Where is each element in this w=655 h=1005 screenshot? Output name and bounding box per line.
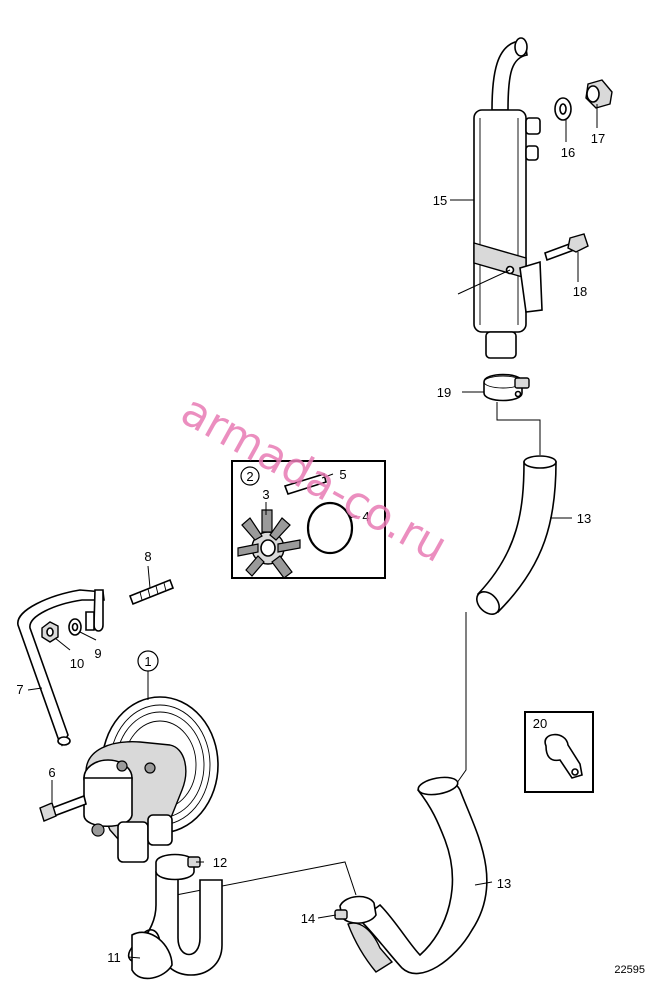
- hose-clamp-part-19: [483, 373, 530, 402]
- plug-part-17: [585, 79, 613, 109]
- hose-part-11: [127, 871, 223, 980]
- callout-15: 15: [433, 193, 447, 208]
- nut-part-10: [41, 621, 59, 643]
- washer-part-9: [68, 618, 82, 636]
- callout-3: 3: [262, 487, 269, 502]
- callout-19: 19: [437, 385, 451, 400]
- o-ring-part-4: [306, 501, 354, 555]
- stud-part-8: [128, 578, 175, 606]
- washer-part-16: [554, 97, 572, 121]
- hose-clamp-part-12: [155, 853, 201, 881]
- bolt-part-18: [544, 233, 589, 262]
- callout-16: 16: [561, 145, 575, 160]
- callout-13-lower: 13: [497, 876, 511, 891]
- impeller-part-3: [237, 509, 301, 579]
- callout-18: 18: [573, 284, 587, 299]
- callout-11: 11: [107, 950, 121, 965]
- callout-6: 6: [48, 765, 55, 780]
- sea-water-pump-part-1: [83, 696, 219, 863]
- callout-5: 5: [339, 467, 346, 482]
- impeller-kit-box-part-2: [231, 460, 386, 579]
- heat-exchanger-part-15: [457, 37, 543, 359]
- hose-clamp-part-14: [334, 895, 394, 973]
- callout-10: 10: [70, 656, 84, 671]
- hose-part-13-lower: [358, 776, 488, 975]
- callout-17: 17: [591, 131, 605, 146]
- callout-20: 20: [533, 716, 547, 731]
- callout-7: 7: [16, 682, 23, 697]
- callout-14: 14: [301, 911, 315, 926]
- hose-part-13-upper: [476, 455, 557, 615]
- p-clamp-box-part-20: [524, 711, 594, 793]
- callout-12: 12: [213, 855, 227, 870]
- callout-4: 4: [362, 509, 369, 524]
- callout-13-upper: 13: [577, 511, 591, 526]
- callout-8: 8: [144, 549, 151, 564]
- callout-9: 9: [94, 646, 101, 661]
- callout-2: 2: [246, 469, 253, 484]
- gasket-part-5: [283, 472, 327, 495]
- pipe-part-7: [17, 589, 105, 747]
- callout-1: 1: [144, 654, 151, 669]
- screw-part-6: [39, 794, 87, 822]
- drawing-number: 22595: [614, 964, 645, 976]
